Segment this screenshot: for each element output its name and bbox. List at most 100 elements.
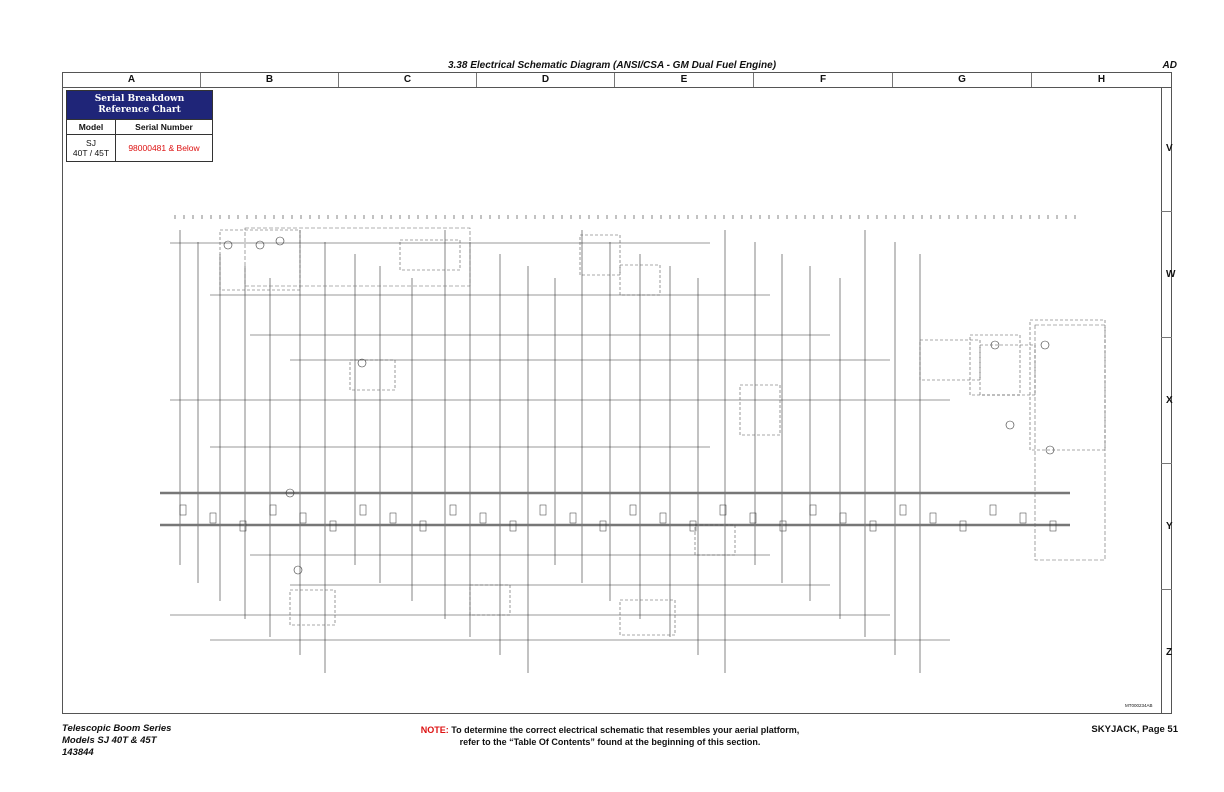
column-label: A [63, 73, 201, 87]
relay-symbol [989, 504, 997, 516]
note-line-2: refer to the “Table Of Contents” found a… [459, 737, 761, 747]
relay-symbol [779, 520, 787, 532]
relay-symbol [749, 512, 757, 524]
connector-symbol [285, 488, 295, 498]
relay-symbol [449, 504, 457, 516]
relay-symbol [569, 512, 577, 524]
footer-note: NOTE: To determine the correct electrica… [300, 724, 920, 748]
note-label: NOTE: [420, 725, 449, 735]
component-box [579, 234, 621, 276]
serial-chart-data-row: SJ 40T / 45T 98000481 & Below [67, 134, 212, 161]
component-box [969, 334, 1021, 396]
row-cell [1161, 464, 1172, 590]
relay-symbol [359, 504, 367, 516]
component-box [469, 584, 511, 616]
model-cell: SJ 40T / 45T [67, 135, 116, 161]
row-label: Z [1166, 647, 1173, 658]
connector-symbol [223, 240, 233, 250]
relay-symbol [329, 520, 337, 532]
component-box [739, 384, 781, 436]
component-box [1029, 319, 1106, 451]
column-label: F [754, 73, 893, 87]
enclosure-outline [244, 227, 471, 287]
connector-symbol [1040, 340, 1050, 350]
footer-models: Models SJ 40T & 45T [62, 735, 157, 746]
option-outline [1034, 324, 1106, 561]
footer-part-number: 143844 [62, 747, 94, 758]
relay-symbol [1049, 520, 1057, 532]
relay-symbol [539, 504, 547, 516]
row-grid-bar [1161, 87, 1172, 713]
connector-symbol [990, 340, 1000, 350]
section-code: AD [1162, 60, 1177, 71]
relay-symbol [869, 520, 877, 532]
serial-column-header: Serial Number [135, 122, 193, 132]
component-box [619, 264, 661, 296]
note-line-1: To determine the correct electrical sche… [451, 725, 800, 735]
relay-symbol [629, 504, 637, 516]
row-cell [1161, 87, 1172, 212]
footer-series: Telescopic Boom Series [62, 723, 172, 734]
connector-symbol [1045, 445, 1055, 455]
relay-symbol [689, 520, 697, 532]
relay-symbol [269, 504, 277, 516]
relay-symbol [1019, 512, 1027, 524]
relay-symbol [299, 512, 307, 524]
component-box [694, 524, 736, 556]
relay-symbol [929, 512, 937, 524]
column-label: C [339, 73, 477, 87]
row-label: V [1166, 143, 1173, 154]
serial-chart-title-line: Reference Chart [98, 105, 181, 115]
connector-symbol [275, 236, 285, 246]
serial-chart-title: Serial Breakdown Reference Chart [67, 91, 212, 119]
relay-symbol [209, 512, 217, 524]
row-cell [1161, 212, 1172, 338]
model-column-header: Model [67, 120, 116, 134]
component-box [979, 344, 1036, 396]
relay-symbol [659, 512, 667, 524]
page-number: SKYJACK, Page 51 [1091, 724, 1178, 735]
drawing-id: MT000234AB [1125, 703, 1153, 708]
row-cell [1161, 338, 1172, 464]
relay-symbol [419, 520, 427, 532]
row-label: X [1166, 395, 1173, 406]
relay-symbol [479, 512, 487, 524]
column-label: B [201, 73, 339, 87]
relay-symbol [389, 512, 397, 524]
footer-model-info: Telescopic Boom Series Models SJ 40T & 4… [62, 723, 171, 759]
serial-chart-header-row: Model Serial Number [67, 119, 212, 134]
serial-chart-title-line: Serial Breakdown [94, 94, 185, 104]
connector-symbol [357, 358, 367, 368]
column-grid-bar: A B C D E F G H [63, 73, 1171, 88]
relay-symbol [809, 504, 817, 516]
row-label: W [1166, 269, 1176, 280]
model-line: SJ [86, 138, 96, 148]
serial-number-cell: 98000481 & Below [128, 143, 200, 153]
relay-symbol [839, 512, 847, 524]
relay-symbol [719, 504, 727, 516]
relay-symbol [509, 520, 517, 532]
model-line: 40T / 45T [72, 148, 110, 158]
column-label: G [893, 73, 1032, 87]
column-label: E [615, 73, 754, 87]
component-box [349, 359, 396, 391]
relay-symbol [239, 520, 247, 532]
connector-symbol [1005, 420, 1015, 430]
drawing-frame [62, 72, 1172, 714]
row-label: Y [1166, 521, 1173, 532]
component-box [219, 229, 301, 291]
component-box [919, 339, 981, 381]
serial-breakdown-chart: Serial Breakdown Reference Chart Model S… [66, 90, 213, 162]
electrical-schematic-drawing [160, 215, 1106, 673]
relay-symbol [899, 504, 907, 516]
page-title: 3.38 Electrical Schematic Diagram (ANSI/… [447, 60, 777, 71]
connector-symbol [293, 565, 303, 575]
component-box [289, 589, 336, 626]
relay-symbol [959, 520, 967, 532]
column-label: D [477, 73, 615, 87]
column-label: H [1097, 74, 1106, 85]
component-box [399, 239, 461, 271]
connector-symbol [255, 240, 265, 250]
relay-symbol [599, 520, 607, 532]
component-box [619, 599, 676, 636]
